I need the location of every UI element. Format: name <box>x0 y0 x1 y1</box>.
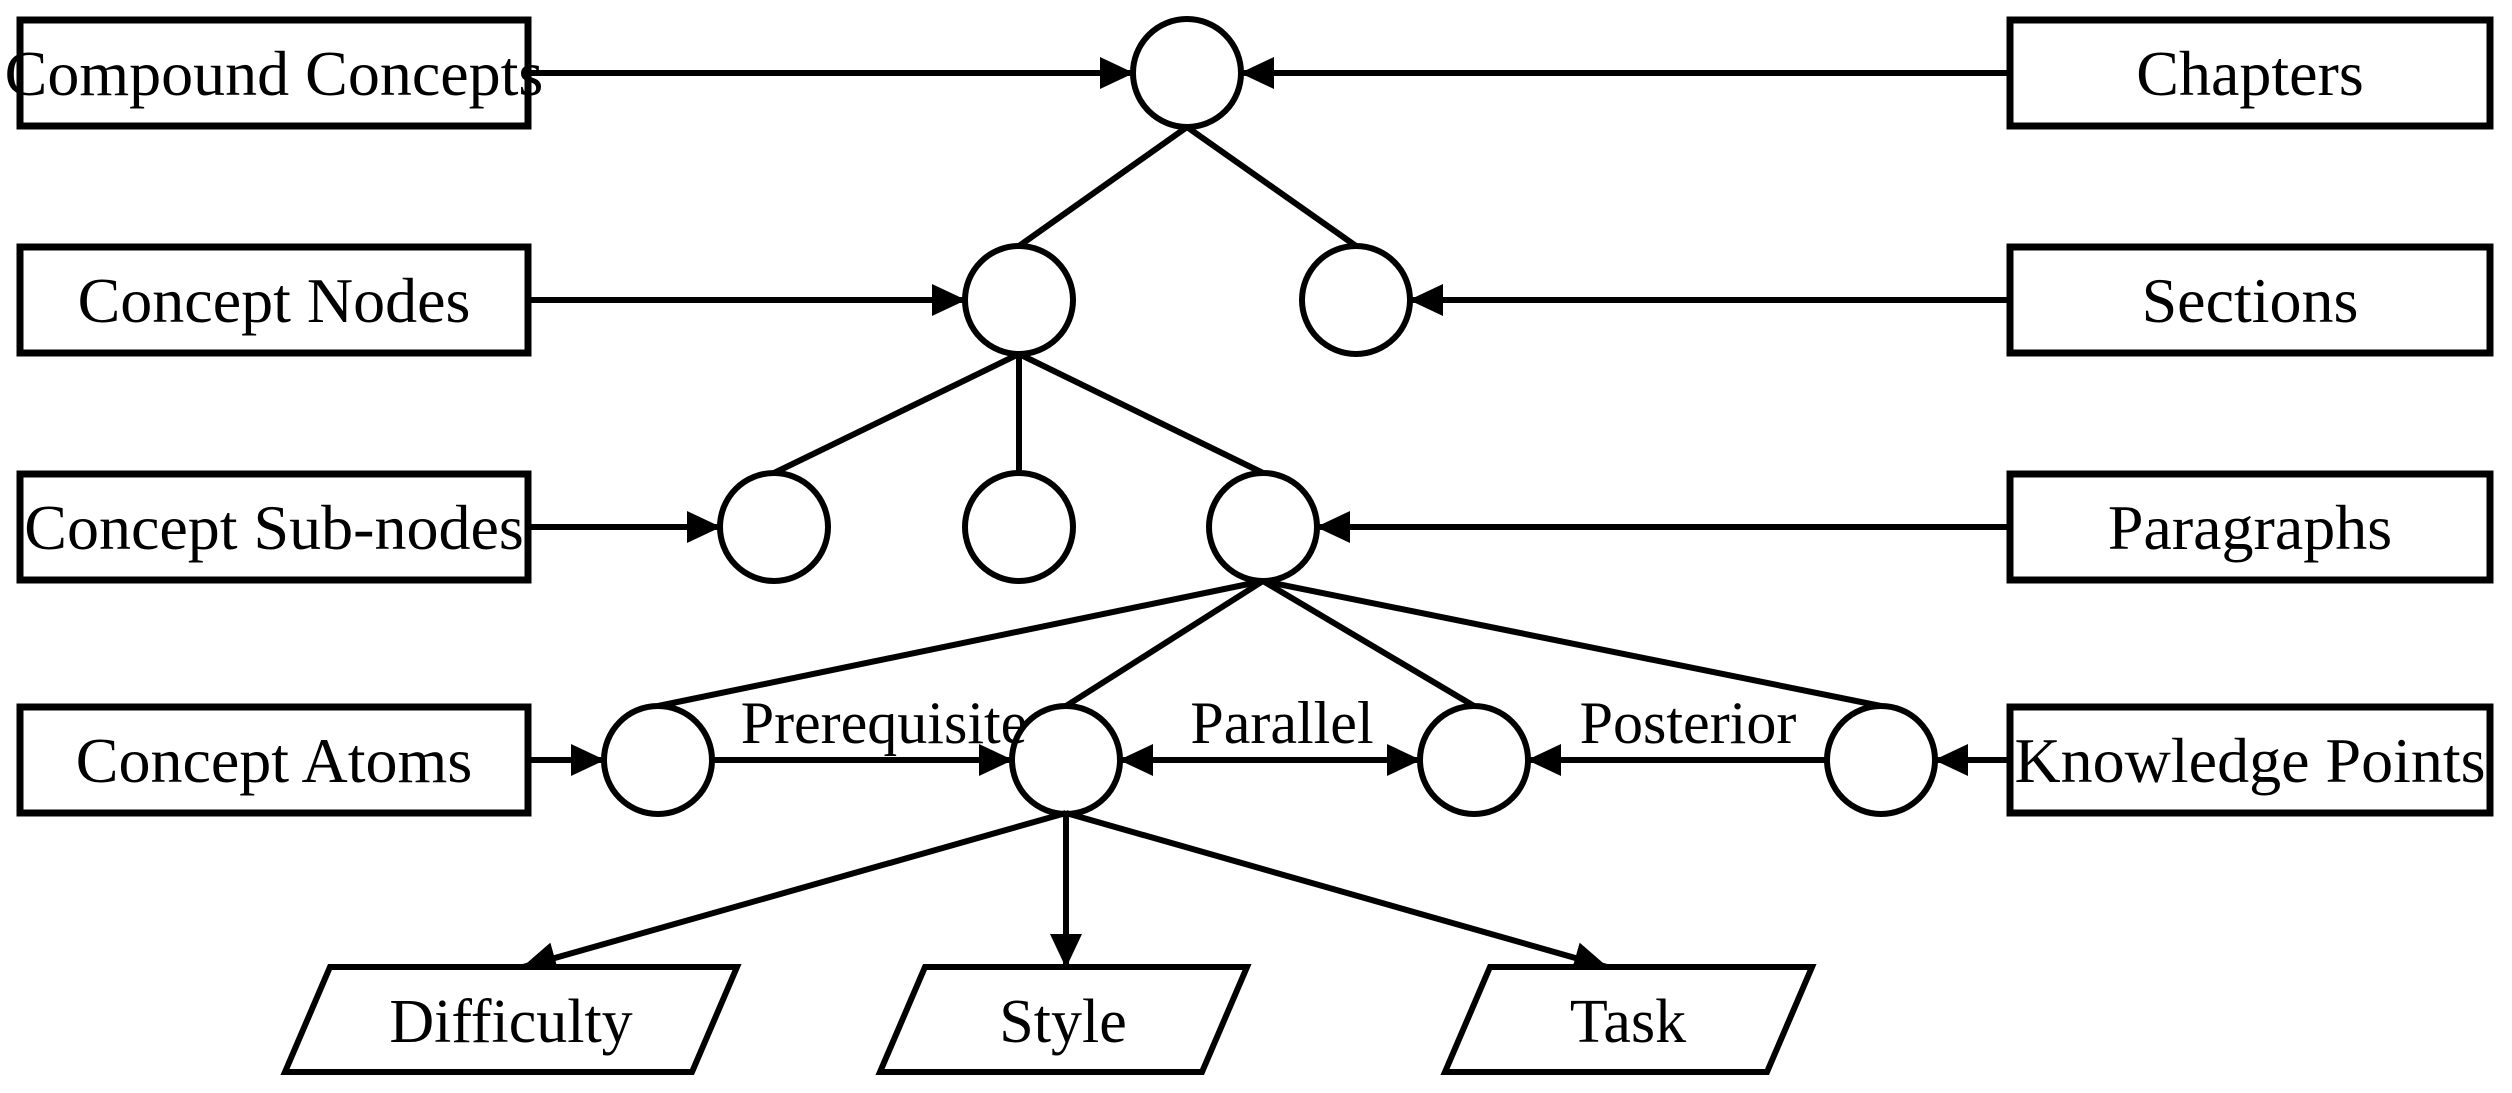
label-difficulty: Difficulty <box>389 988 632 1056</box>
attribute-arrows <box>522 810 1608 974</box>
box-concept-nodes <box>16 243 532 357</box>
parallelogram-difficulty <box>280 964 742 1075</box>
tree-edge <box>1262 578 1882 709</box>
label-chapters: Chapters <box>2136 38 2364 109</box>
box-sections <box>2006 243 2494 357</box>
label-paragraphs: Paragraphs <box>2108 492 2392 563</box>
node-atom-4 <box>1824 703 1938 817</box>
label-style: Style <box>999 988 1126 1056</box>
tree-edge <box>1017 124 1189 249</box>
difficulty-arrow <box>522 810 1067 974</box>
tree-edges <box>657 124 1882 709</box>
parallelogram-style <box>875 964 1252 1075</box>
node-subnode-1 <box>717 470 831 584</box>
label-prerequisite: Prerequisite <box>741 690 1028 756</box>
node-subnode-3 <box>1206 470 1320 584</box>
tree-edge <box>1064 578 1265 709</box>
attribute-shapes <box>280 964 1817 1075</box>
box-concept-atoms <box>16 703 532 817</box>
box-paragraphs <box>2006 470 2494 584</box>
label-parallel: Parallel <box>1190 690 1373 756</box>
node-atom-3 <box>1417 703 1531 817</box>
label-concept-sub-nodes: Concept Sub-nodes <box>24 492 524 563</box>
parallelogram-task <box>1440 964 1817 1075</box>
box-compound-concepts <box>16 16 532 130</box>
label-concept-nodes: Concept Nodes <box>78 265 471 336</box>
box-knowledge-points <box>2006 703 2494 817</box>
box-chapters <box>2006 16 2494 130</box>
tree-edge <box>1185 124 1358 249</box>
node-atom-2 <box>1009 703 1123 817</box>
node-section <box>1299 243 1413 357</box>
tree-edge <box>657 578 1264 709</box>
label-posterior: Posterior <box>1580 690 1797 756</box>
node-subnode-2 <box>962 470 1076 584</box>
right-label-boxes <box>2006 16 2494 817</box>
label-task: Task <box>1570 988 1686 1056</box>
task-arrow <box>1065 810 1608 974</box>
tree-edge <box>1261 578 1476 709</box>
node-root <box>1130 16 1244 130</box>
label-knowledge-points: Knowledge Points <box>2014 725 2485 796</box>
label-connectors <box>528 57 2010 776</box>
box-concept-sub-nodes <box>16 470 532 584</box>
label-compound-concepts: Compound Concepts <box>5 38 544 109</box>
text-labels: Compound Concepts Concept Nodes Concept … <box>5 38 2486 1056</box>
node-atom-1 <box>601 703 715 817</box>
tree-edge <box>772 351 1021 476</box>
left-label-boxes <box>16 16 532 817</box>
tree-edge <box>1017 351 1265 476</box>
label-concept-atoms: Concept Atoms <box>76 725 472 796</box>
label-sections: Sections <box>2142 265 2359 336</box>
node-concept <box>962 243 1076 357</box>
